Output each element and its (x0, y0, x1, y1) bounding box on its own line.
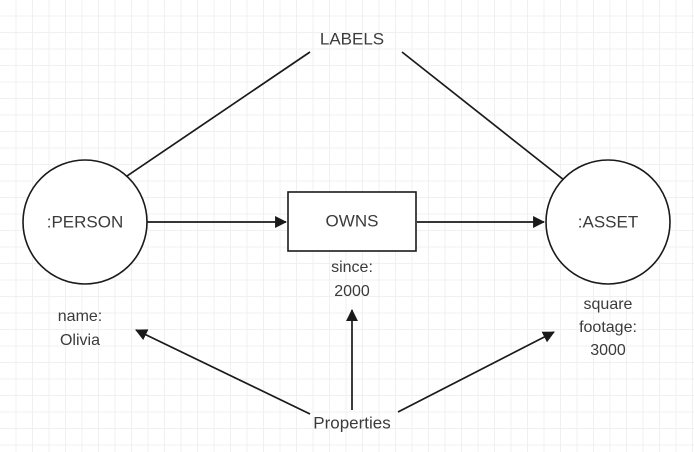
node-asset-label: :ASSET (578, 212, 638, 231)
callout-labels-to-person (98, 51, 311, 196)
callout-properties-to-person-props (135, 329, 311, 415)
node-person-label: :PERSON (47, 212, 124, 231)
labels-callout-text: LABELS (320, 29, 384, 48)
callout-properties-to-asset-props (397, 331, 555, 413)
node-person-circle[interactable] (22, 159, 148, 285)
node-asset-circle[interactable] (545, 159, 671, 285)
node-owns-rect[interactable] (287, 191, 417, 252)
asset-property-value: 3000 (590, 342, 626, 359)
owns-property-value: 2000 (334, 283, 370, 300)
person-property-key: name: (58, 308, 102, 325)
asset-property-key-line2: footage: (579, 319, 637, 336)
callout-labels-to-asset (401, 51, 589, 200)
properties-callout-text: Properties (313, 413, 390, 432)
owns-property-key: since: (331, 259, 373, 276)
asset-property-key-line1: square (584, 296, 633, 313)
person-property-value: Olivia (60, 332, 100, 349)
node-owns-label: OWNS (326, 211, 379, 230)
